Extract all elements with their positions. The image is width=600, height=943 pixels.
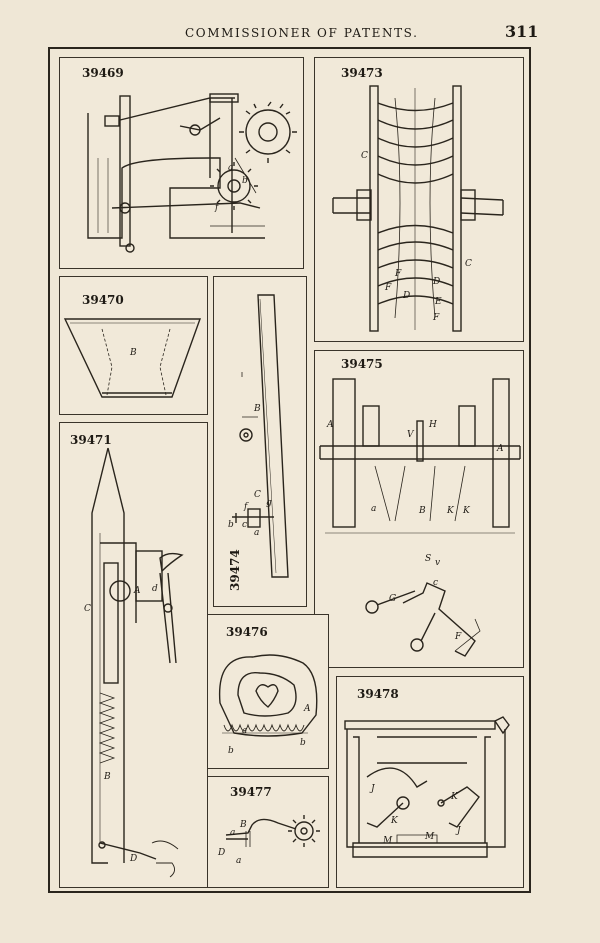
page-header: COMMISSIONER OF PATENTS. 311 (0, 22, 600, 46)
figure-39471: 39471 C A d B D (59, 422, 208, 888)
frame-drawing (344, 716, 510, 858)
lever-drawing (232, 294, 289, 578)
figure-number: 39475 (341, 357, 383, 371)
figure-number: 39478 (357, 687, 399, 701)
figure-39478: 39478 J K K M M J (336, 676, 524, 888)
figure-39470: 39470 B (59, 276, 208, 415)
page-number: 311 (505, 22, 539, 41)
tool-drawing (91, 447, 184, 878)
spur-drawing (225, 815, 320, 847)
figure-number: 39470 (82, 293, 124, 307)
wheel-drawing (332, 85, 504, 332)
denture-drawing (218, 654, 318, 737)
axle-drawing (319, 378, 521, 657)
figure-number: 39477 (230, 785, 272, 799)
figure-39469: 39469 a b f (59, 57, 304, 269)
machine-drawing (87, 93, 297, 253)
figure-39475: 39475 A A H V a B K K S v (314, 350, 524, 668)
patent-plate: 39469 a b f 39473 (48, 47, 531, 893)
figure-number: 39473 (341, 66, 383, 80)
figure-39477: 39477 B a D a (207, 776, 329, 888)
running-head: COMMISSIONER OF PATENTS. (185, 26, 419, 40)
hopper-drawing (63, 318, 201, 398)
figure-number: 39476 (226, 625, 268, 639)
figure-number: 39471 (70, 433, 112, 447)
figure-number: 39469 (82, 66, 124, 80)
figure-39474: 39474 B C g f a b c (213, 276, 307, 607)
figure-39476: 39476 A a b b (207, 614, 329, 769)
figure-39473: 39473 C C F D E F D F (314, 57, 524, 342)
